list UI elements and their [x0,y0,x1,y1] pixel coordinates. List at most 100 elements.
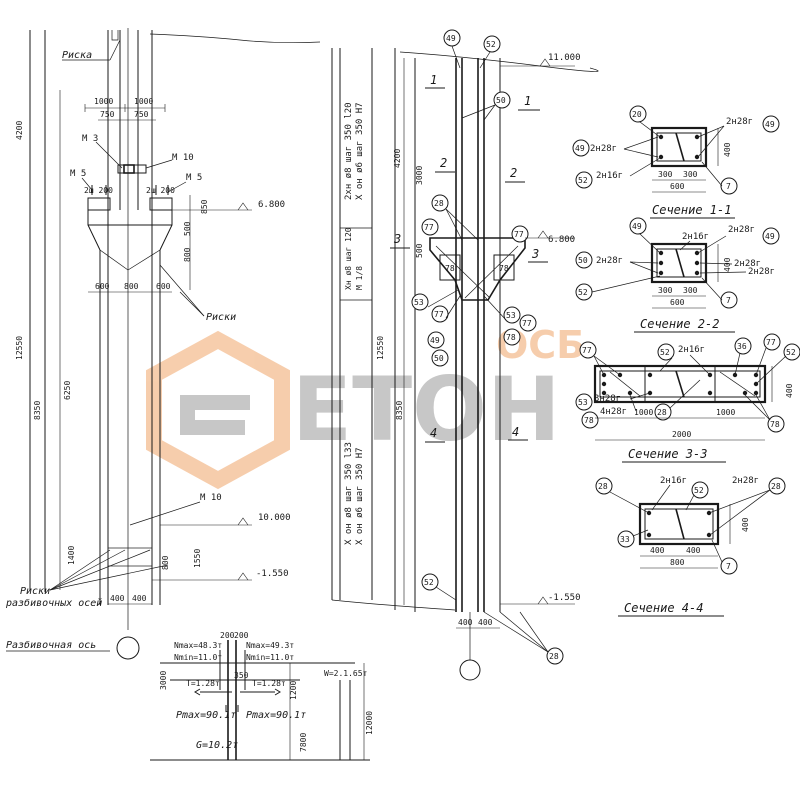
s2-title: Сечение 2-2 [640,317,719,331]
rf-b78-a: 78 [445,264,455,273]
rf-axis-bubble [459,659,481,681]
rf-b50-low: 50 [434,354,444,363]
s3-title: Сечение 3-3 [628,447,707,461]
elev-dim-800-h: 800 [124,282,139,291]
rf-note-hoop-4: М 1/8 [355,266,364,290]
s3-bar-l2: 4н28г [600,407,627,417]
rf-note-hoop-6: Х он ø6 шаг 350 Н7 [355,447,365,545]
s4-b7: 7 [726,562,731,571]
elev-dim-4200: 4200 [15,121,24,140]
s2-bar-top-l: 2н28г [596,256,623,266]
elev-dim-850: 850 [200,199,209,214]
elev-dim-1550: 1550 [193,549,202,568]
s2-dim-400: 400 [723,257,732,272]
load-nmin-l: Nmin=11.0т [174,653,222,662]
section-1-1: 20 49 49 52 7 2н28г 2н28г 2н16г 300 300 … [572,105,780,219]
section-4-4: 28 52 28 33 7 2н16г 2н28г 400 400 800 40… [595,476,786,617]
s3-b36: 36 [737,342,747,351]
s4-bar-r: 2н28г [732,476,759,486]
watermark-logo-icon [146,330,290,490]
rf-b28-top: 28 [434,199,444,208]
rf-dim-400-a: 400 [458,618,473,627]
rf-cut-1: 1 [430,73,437,87]
rf-note-hoop-2: Х он ø6 шаг 350 Н7 [355,102,365,200]
s3-b77-a: 77 [582,346,592,355]
elev-dim-400-a: 400 [110,594,125,603]
rf-b77-d: 77 [522,319,532,328]
s1-b52: 52 [578,176,588,185]
rf-note-hoop-3: Хн ø8 шаг 120 [344,227,353,290]
s2-bar-top-r: 2н28г [728,225,755,235]
elev-dim-400-b: 400 [132,594,147,603]
rf-level-6800: 6.800 [548,235,575,245]
rf-cut-2: 2 [440,156,447,170]
rf-dim-12550: 12550 [376,336,385,360]
rf-cut-3-right: 3 [531,247,539,261]
elev-dim-2sh-b: 2ш 200 [146,186,175,195]
load-pmax-r: Pmax=90.1т [246,710,306,721]
s3-b52: 52 [660,348,670,357]
s1-bar-bot: 2н16г [596,171,623,181]
elev-dim-8350: 8350 [33,401,42,420]
elev-mark-m10-b: М 10 [200,493,222,503]
s1-dim-300-a: 300 [658,170,673,179]
elev-level-6800: 6.800 [258,200,285,210]
load-dim-7800: 7800 [299,733,308,752]
load-pmax-l: Pmax=90.1т [176,710,236,721]
elev-label-riski-mid: Риски [206,312,236,323]
rf-b52-low: 52 [424,578,434,587]
s3-bar-top: 2н16г [678,345,705,355]
elev-label-riski-bottom-2: разбивочных осей [5,597,102,609]
s3-dim-1000-a: 1000 [634,408,653,417]
elev-label-riski-bottom-1: Риски [20,586,50,597]
s1-title: Сечение 1-1 [652,203,731,217]
s2-b50: 50 [578,256,588,265]
s4-b33: 33 [620,535,630,544]
column-elevation: 1000 1000 750 750 М 3 М 10 М 5 М 5 2ш 20… [5,28,456,660]
s2-dim-300-b: 300 [683,286,698,295]
rf-b78-b: 78 [499,264,509,273]
s4-dim-400-a: 400 [650,546,665,555]
elev-dim-750-a: 750 [100,110,115,119]
s1-b7: 7 [726,182,731,191]
elev-dim-600-a: 600 [95,282,110,291]
s1-dim-600: 600 [670,182,685,191]
rf-b52: 52 [486,40,496,49]
s3-b77-b: 77 [766,338,776,347]
rf-note-hoop-1: 2хн ø8 шаг 350 l20 [344,102,354,200]
load-dim-3000: 3000 [159,671,168,690]
axis-bubble [116,636,140,660]
load-w: W=2.1.65т [324,669,368,678]
watermark-brand: ЕТОН [292,358,561,461]
rf-dim-8350: 8350 [395,401,404,420]
rf-b78-c: 78 [506,333,516,342]
s3-dim-2000: 2000 [672,430,691,439]
s3-bar-l1: 3н28г [594,394,621,404]
rf-cut-2-right: 2 [510,166,517,180]
load-t-r: T=1.28т [252,679,286,688]
elev-dim-6250: 6250 [63,381,72,400]
s2-b49-l: 49 [632,222,642,231]
rf-dim-3000: 3000 [415,166,424,185]
rf-b28-low: 28 [549,652,559,661]
s4-bar-top: 2н16г [660,476,687,486]
load-t-l: T=1.28т [186,679,220,688]
s2-b49-r: 49 [765,232,775,241]
load-dim-200-a: 200 [220,631,235,640]
section-3-3: 77 52 36 77 52 53 28 78 78 2н16г 3н28г 4… [575,333,800,463]
elev-dim-800-low: 800 [161,555,170,570]
load-dim-12000: 12000 [365,711,374,735]
s2-dim-600: 600 [670,298,685,307]
s2-b7: 7 [726,296,731,305]
rf-b50: 50 [496,96,506,105]
elev-dim-500: 500 [183,221,192,236]
s3-dim-400: 400 [785,383,794,398]
s3-dim-1000-b: 1000 [716,408,735,417]
s2-b52: 52 [578,288,588,297]
rf-cut-1-right: 1 [524,94,531,108]
s1-b20: 20 [632,110,642,119]
elev-label-riska-top: Риска [62,50,92,61]
s3-b53: 53 [578,398,588,407]
s4-dim-800: 800 [670,558,685,567]
rf-b77-c: 77 [434,310,444,319]
